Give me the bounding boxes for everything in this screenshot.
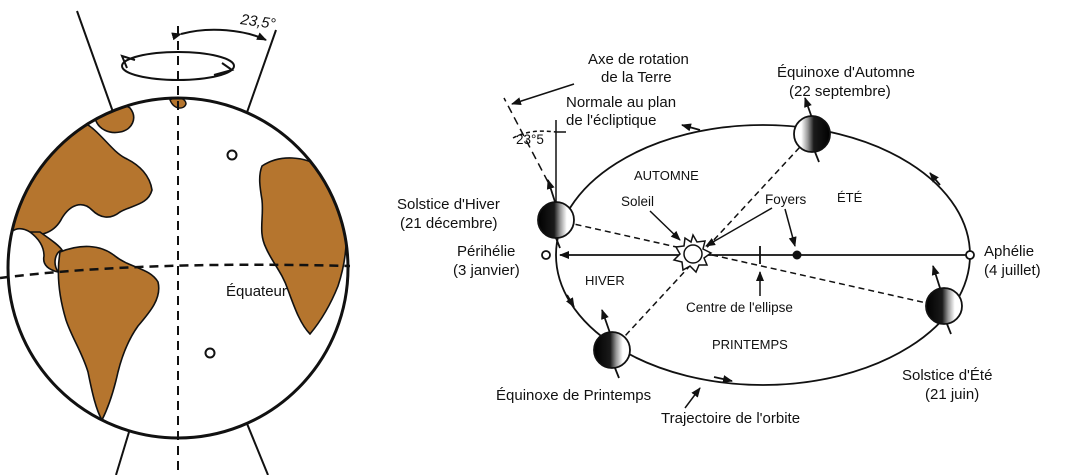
aphelion-date: (4 juillet) bbox=[984, 262, 1041, 279]
perihelion-marker bbox=[541, 250, 551, 260]
earth-spring-equinox bbox=[593, 309, 631, 379]
trajectory-pointer bbox=[684, 387, 701, 409]
center-label: Centre de l'ellipse bbox=[686, 300, 793, 315]
foci-pointer-second bbox=[784, 208, 797, 247]
foci-label: Foyers bbox=[765, 192, 807, 207]
earth-summer-solstice bbox=[925, 265, 963, 335]
earth-autumn-equinox bbox=[793, 97, 831, 163]
perihelion-label: Périhélie bbox=[457, 243, 515, 260]
axis-label-pointer bbox=[511, 83, 575, 106]
rotation-arrow-left bbox=[120, 54, 136, 69]
season-summer: ÉTÉ bbox=[837, 190, 863, 205]
sun-pointer bbox=[649, 210, 681, 241]
foci-pointer-sun bbox=[705, 207, 773, 247]
axis-line bbox=[503, 97, 549, 183]
equator-line bbox=[0, 263, 351, 280]
perihelion-date: (3 janvier) bbox=[453, 262, 520, 279]
summer-solstice-label: Solstice d'Été bbox=[902, 367, 992, 384]
winter-solstice-label: Solstice d'Hiver bbox=[397, 196, 500, 213]
globe-figure: Équateur 23,5° bbox=[0, 10, 351, 475]
autumn-equinox-label: Équinoxe d'Automne bbox=[777, 64, 915, 81]
orbit-arrow-top bbox=[681, 123, 701, 132]
tilt-angle-label: 23,5° bbox=[238, 11, 276, 33]
orbit-arrow-right-top bbox=[929, 172, 941, 186]
season-spring: PRINTEMPS bbox=[712, 337, 788, 352]
summer-solstice-date: (21 juin) bbox=[925, 386, 979, 403]
equator-label: Équateur bbox=[226, 283, 287, 300]
rotation-arrow-right bbox=[213, 62, 235, 76]
solstice-line bbox=[555, 219, 941, 307]
axis-angle-label: 23°5 bbox=[516, 132, 544, 147]
sun-icon bbox=[672, 233, 713, 274]
rotation-axis-top bbox=[76, 10, 114, 113]
orbit-arrow-left bbox=[566, 294, 575, 308]
spring-equinox-label: Équinoxe de Printemps bbox=[496, 387, 651, 404]
aphelion-marker bbox=[965, 250, 975, 260]
orbit-arrow-bottom bbox=[713, 375, 733, 383]
orbit-figure: Centre de l'ellipse Soleil Foyers AUTOMN… bbox=[397, 51, 1041, 427]
winter-solstice-date: (21 décembre) bbox=[400, 215, 498, 232]
autumn-equinox-date: (22 septembre) bbox=[789, 83, 891, 100]
normal-label-line2: de l'écliptique bbox=[566, 112, 656, 129]
rotation-axis-bottom bbox=[115, 431, 130, 475]
rotation-ellipse bbox=[121, 51, 235, 81]
axis-angle-arc bbox=[512, 130, 557, 139]
south-america-shape bbox=[57, 245, 160, 422]
sun-label: Soleil bbox=[621, 194, 654, 209]
normal-label-line1: Normale au plan bbox=[566, 94, 676, 111]
south-pole-marker bbox=[204, 347, 216, 359]
axis-label-line1: Axe de rotation bbox=[588, 51, 689, 68]
aphelion-label: Aphélie bbox=[984, 243, 1034, 260]
equinox-line bbox=[611, 133, 813, 351]
season-autumn: AUTOMNE bbox=[634, 168, 699, 183]
earth-winter-solstice bbox=[537, 179, 575, 249]
tilt-angle-arc bbox=[171, 28, 267, 41]
axis-label-line2: de la Terre bbox=[601, 69, 672, 86]
trajectory-label: Trajectoire de l'orbite bbox=[661, 410, 800, 427]
north-pole-marker bbox=[226, 149, 238, 161]
second-focus-dot bbox=[792, 250, 802, 260]
season-winter: HIVER bbox=[585, 273, 625, 288]
